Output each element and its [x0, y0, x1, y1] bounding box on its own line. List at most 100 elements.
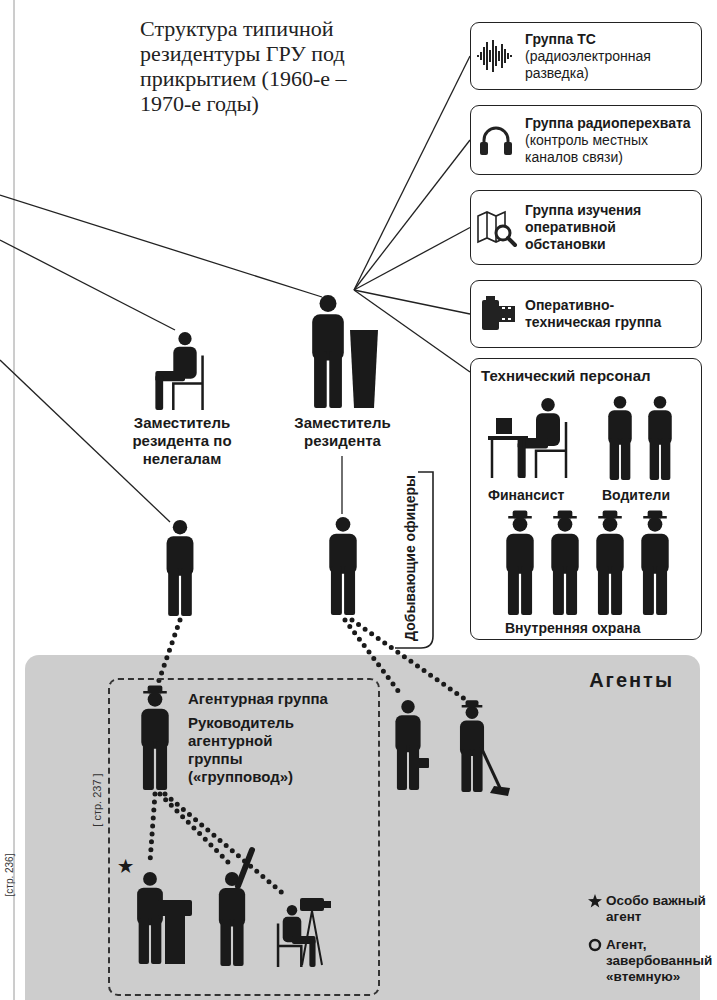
group-box: Группа радиоперехвата(контроль местных к…	[470, 105, 702, 175]
figure-part	[233, 919, 244, 966]
figure-part	[181, 568, 192, 616]
headphones-icon	[480, 128, 512, 155]
leader-line	[341, 456, 342, 514]
figure-part	[344, 566, 355, 615]
dotted-link	[157, 620, 180, 686]
node-text: (контроль местных каналов связи)	[525, 132, 693, 166]
band-fill	[25, 655, 700, 1000]
typewriter-stand	[165, 916, 185, 964]
figure-part	[566, 566, 577, 615]
node-title: Оперативно-техническая группа	[525, 297, 693, 331]
figure-part	[287, 905, 298, 916]
figure-part	[139, 918, 149, 964]
figure-part	[461, 749, 471, 792]
legend-row: Агент, завербованный «втемную»	[588, 937, 712, 985]
label-text: ★	[118, 856, 133, 877]
legend-symbol	[588, 894, 602, 908]
connector-line	[354, 140, 470, 290]
film-holes	[502, 308, 511, 319]
film-strip	[499, 306, 515, 322]
broom	[480, 745, 500, 788]
group-box: Группа изучения оперативной обстановки	[470, 190, 702, 265]
figure-part	[521, 566, 532, 615]
node-text: (радиоэлектронная разведка)	[525, 48, 693, 82]
figure-part	[278, 924, 301, 967]
rotated-note: [ стр. 237 ]	[91, 773, 103, 826]
figure-part	[173, 355, 202, 410]
figure-part	[558, 517, 573, 532]
figure-part	[611, 566, 622, 615]
deputy-figure: Заместитель резидента	[285, 290, 400, 455]
figure-part	[155, 375, 163, 410]
figure-part	[614, 396, 627, 409]
figure-part	[336, 517, 351, 532]
dotted-link	[165, 794, 286, 896]
node-title: Агенты	[25, 669, 674, 692]
label-text: Внутренняя охрана	[505, 620, 640, 636]
figure-part	[603, 517, 618, 532]
figure-part	[331, 566, 342, 615]
figure-part	[656, 566, 667, 615]
figure-part	[320, 295, 337, 312]
figure-part	[648, 510, 663, 518]
desk	[488, 436, 528, 440]
figure-part	[173, 520, 187, 534]
figure-part	[168, 568, 179, 616]
node-title: Агентурная группа	[188, 690, 370, 708]
figure-part	[148, 685, 163, 693]
legend-symbol	[588, 938, 602, 952]
deputy-figure: Заместитель резидента по нелегалам	[112, 322, 252, 468]
ear-cup	[504, 142, 512, 155]
figure-part	[513, 517, 528, 532]
figure-part	[329, 352, 342, 409]
node-title: Группа ТС	[525, 31, 693, 48]
figure-part	[143, 741, 154, 790]
figure-part	[536, 422, 566, 478]
figure-part	[541, 398, 555, 412]
desk-legs	[492, 440, 524, 478]
dotted-link	[345, 620, 402, 696]
typewriter	[158, 900, 192, 916]
node-title: Группа радиоперехвата	[525, 115, 693, 132]
rotated-note: Добывающие офицеры	[402, 475, 418, 641]
figure-part	[148, 692, 163, 707]
dotted-link	[150, 794, 155, 862]
leader-line	[0, 195, 322, 297]
figures	[137, 295, 672, 967]
diagram-title: Структура типичной резидентуры ГРУ под п…	[140, 16, 375, 116]
leader-line	[0, 240, 175, 330]
node-title: Заместитель резидента	[285, 414, 400, 450]
broom-head	[490, 786, 510, 796]
dotted-link	[160, 794, 228, 862]
briefcase	[416, 758, 429, 768]
icons	[478, 40, 515, 330]
group-box: Группа ТС(радиоэлектронная разведка)	[470, 22, 702, 90]
film-icon	[482, 296, 515, 330]
figure-part	[648, 517, 663, 532]
figure-part	[151, 918, 161, 964]
figure-part	[309, 939, 315, 967]
figure-part	[558, 510, 573, 518]
figure-part	[654, 396, 667, 409]
group-box: Оперативно-техническая группа	[470, 280, 702, 348]
magnifier-handle	[508, 238, 515, 245]
label-text: Водители	[602, 487, 670, 503]
agent-group-box: Агентурная группаРуководитель агентурной…	[108, 678, 380, 996]
figure-part	[610, 438, 619, 480]
figure-part	[397, 745, 407, 790]
figure-part	[314, 352, 327, 409]
star-symbol	[588, 894, 602, 908]
figure-part	[156, 741, 167, 790]
page-spine	[14, 0, 15, 1000]
camera	[300, 898, 324, 911]
node-title: Технический персонал	[481, 367, 691, 385]
figure-part	[603, 510, 618, 518]
connectors	[354, 56, 470, 372]
waveform-icon	[478, 40, 511, 72]
node-title: Группа изучения оперативной обстановки	[525, 202, 693, 253]
camera-lens	[322, 901, 331, 908]
tripod	[302, 911, 322, 965]
legend-row: Особо важный агент	[588, 893, 712, 925]
dotted-links	[150, 620, 466, 896]
